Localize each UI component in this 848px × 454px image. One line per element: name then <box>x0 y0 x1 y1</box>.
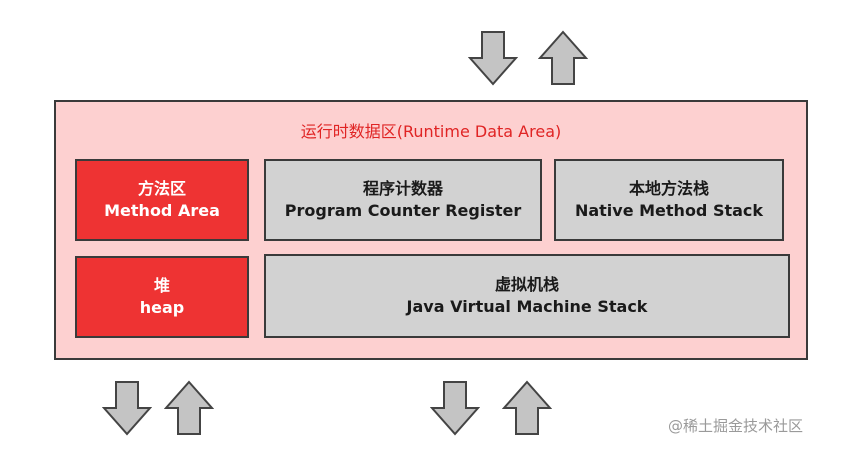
heap-label-zh: 堆 <box>153 276 170 295</box>
program-counter-box: 程序计数器 Program Counter Register <box>264 159 542 241</box>
native-method-stack-box: 本地方法栈 Native Method Stack <box>554 159 784 241</box>
program-counter-label-en: Program Counter Register <box>284 201 522 220</box>
arrow-down-icon <box>468 30 518 86</box>
method-area-box: 方法区 Method Area <box>75 159 249 241</box>
jvm-stack-label-en: Java Virtual Machine Stack <box>406 297 648 316</box>
jvm-stack-label-zh: 虚拟机栈 <box>494 275 559 294</box>
runtime-data-area: 运行时数据区(Runtime Data Area) 方法区 Method Are… <box>54 100 808 360</box>
arrow-down-icon <box>430 380 480 436</box>
method-area-label-zh: 方法区 <box>137 179 186 198</box>
heap-box: 堆 heap <box>75 256 249 338</box>
arrow-up-icon <box>502 380 552 436</box>
jvm-stack-box: 虚拟机栈 Java Virtual Machine Stack <box>264 254 790 338</box>
watermark: @稀土掘金技术社区 <box>668 417 804 435</box>
program-counter-label-zh: 程序计数器 <box>362 179 443 198</box>
arrow-down-icon <box>102 380 152 436</box>
heap-label-en: heap <box>139 298 185 317</box>
area-title: 运行时数据区(Runtime Data Area) <box>300 122 562 141</box>
method-area-label-en: Method Area <box>104 201 220 220</box>
native-stack-label-en: Native Method Stack <box>574 201 764 220</box>
arrow-up-icon <box>538 30 588 86</box>
native-stack-label-zh: 本地方法栈 <box>628 179 709 198</box>
arrow-up-icon <box>164 380 214 436</box>
